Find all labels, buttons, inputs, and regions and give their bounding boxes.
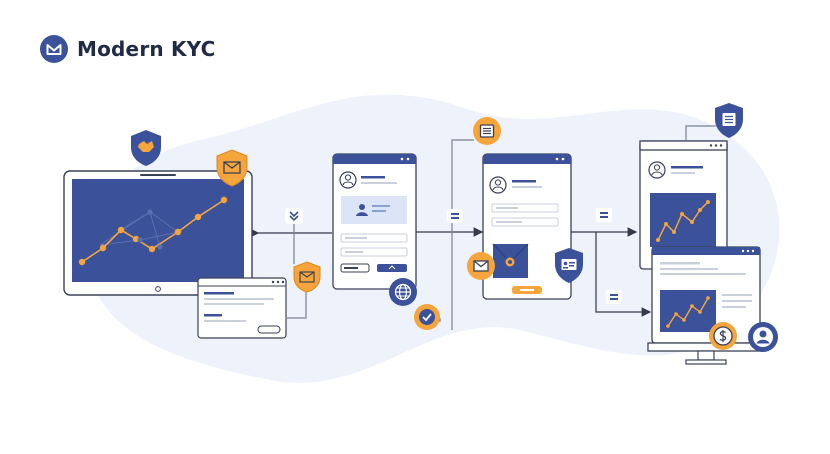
equals-icon-right-bottom — [606, 290, 622, 304]
tablet-device — [63, 170, 253, 296]
connectors — [249, 125, 716, 330]
chart-points — [78, 196, 228, 266]
envelope-m-icon — [40, 35, 68, 63]
chevrons-down-icon — [285, 208, 303, 224]
dollar-coin-icon — [709, 322, 737, 350]
globe-icon — [389, 278, 417, 306]
document-stack-icon — [473, 117, 501, 145]
user-icon — [748, 322, 778, 352]
monitor-device — [647, 246, 765, 365]
envelope-icon — [467, 252, 495, 280]
shield-envelope-icon — [216, 149, 248, 187]
brand-name: Modern KYC — [77, 37, 216, 61]
small-browser-window — [197, 277, 287, 339]
phone-verification — [482, 153, 572, 300]
shield-handshake-icon — [131, 130, 161, 166]
phone-profile-form — [332, 153, 417, 290]
checkmark-icon — [414, 304, 440, 330]
equals-icon-right-top — [596, 208, 612, 222]
brand-logo: Modern KYC — [40, 35, 216, 63]
shield-id-card-icon — [555, 248, 583, 283]
envelope-badge-icon — [293, 261, 321, 293]
shield-document-icon — [715, 103, 743, 138]
dashboard-window — [639, 140, 728, 270]
equals-icon — [447, 209, 463, 223]
